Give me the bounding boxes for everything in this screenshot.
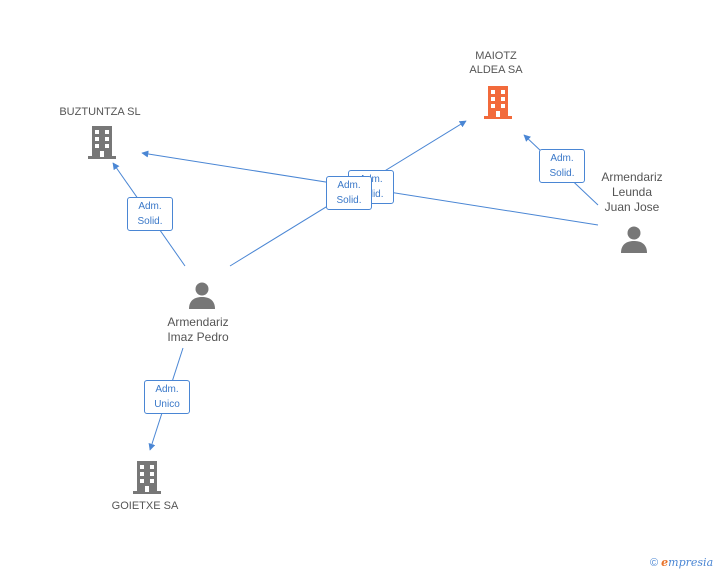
role-line1: Adm. bbox=[155, 384, 179, 395]
company-name-line2: ALDEA SA bbox=[469, 64, 523, 76]
building-icon[interactable] bbox=[482, 84, 514, 120]
brand-logo: empresia bbox=[661, 556, 713, 569]
role-line2: Unico bbox=[154, 399, 180, 410]
brand-initial: e bbox=[661, 556, 669, 569]
copyright-symbol: © bbox=[650, 557, 659, 569]
edge-label-pedro-buztuntza[interactable]: Adm. Solid. bbox=[127, 197, 173, 231]
edge-label-pedro-goietxe[interactable]: Adm. Unico bbox=[144, 380, 190, 414]
company-name-line1: MAIOTZ bbox=[475, 50, 517, 62]
brand-name: mpresia bbox=[668, 556, 714, 569]
role-line2: Solid. bbox=[137, 216, 163, 227]
person-icon[interactable] bbox=[619, 224, 649, 254]
building-icon[interactable] bbox=[131, 459, 163, 495]
person-label-juan[interactable]: Armendariz Leunda Juan Jose bbox=[582, 170, 682, 215]
edge-label-juan-maiotz[interactable]: Adm. Solid. bbox=[539, 149, 585, 183]
person-name-line1: Armendariz bbox=[167, 315, 229, 329]
company-label-maiotz[interactable]: MAIOTZ ALDEA SA bbox=[446, 49, 546, 77]
edge-label-pedro-maiotz[interactable]: Adm. Solid. bbox=[326, 176, 372, 210]
building-icon[interactable] bbox=[86, 124, 118, 160]
person-name-line1: Armendariz bbox=[601, 170, 663, 184]
person-name-line2: Imaz Pedro bbox=[167, 330, 229, 344]
role-line1: Adm. bbox=[550, 153, 574, 164]
person-name-line3: Juan Jose bbox=[604, 200, 660, 214]
company-label-goietxe[interactable]: GOIETXE SA bbox=[111, 500, 179, 512]
brand-footer[interactable]: © empresia bbox=[650, 556, 713, 569]
role-line1: Adm. bbox=[337, 180, 361, 191]
person-label-pedro[interactable]: Armendariz Imaz Pedro bbox=[148, 315, 248, 345]
role-line2: Solid. bbox=[336, 195, 362, 206]
role-line2: Solid. bbox=[549, 168, 575, 179]
company-label-buztuntza[interactable]: BUZTUNTZA SL bbox=[59, 106, 141, 118]
role-line1: Adm. bbox=[138, 201, 162, 212]
person-name-line2: Leunda bbox=[611, 185, 653, 199]
person-icon[interactable] bbox=[187, 280, 217, 310]
